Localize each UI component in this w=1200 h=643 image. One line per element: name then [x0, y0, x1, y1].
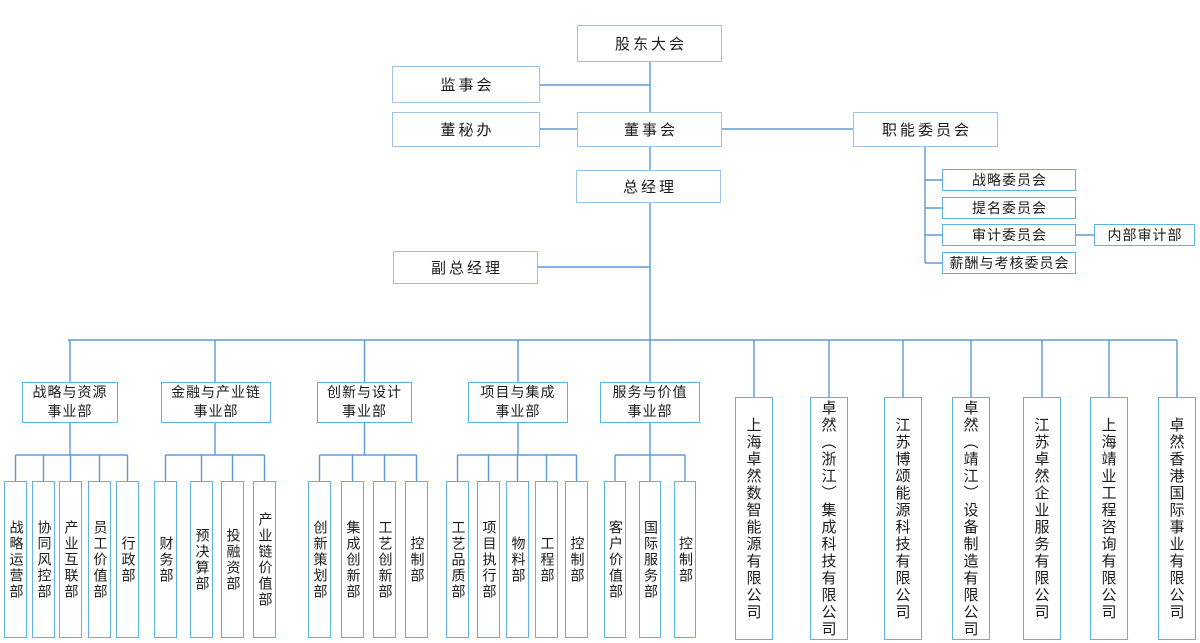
node-nomination-committee: 提名委员会: [942, 197, 1076, 219]
org-dept-node: 创新策划部: [308, 481, 331, 638]
division-label-line: 事业部: [495, 403, 541, 420]
node-division-finance-industry-chain: 金融与产业链 事业部: [161, 382, 271, 423]
node-division-project-integration: 项目与集成 事业部: [468, 382, 568, 423]
node-division-innovation-design: 创新与设计 事业部: [317, 382, 412, 423]
org-subsidiary-node: 江苏博颂能源科技有限公司: [884, 397, 922, 640]
node-board-of-directors: 董事会: [577, 112, 722, 147]
org-dept-node: 国际服务部: [639, 481, 661, 638]
org-dept-node: 产业互联部: [59, 481, 82, 638]
org-dept-node: 协同风控部: [32, 481, 55, 638]
division-label-line: 创新与设计: [327, 384, 402, 401]
org-dept-node: 控制部: [674, 481, 696, 638]
org-dept-node: 战略运营部: [4, 481, 27, 638]
org-subsidiary-node: 上海卓然数智能源有限公司: [735, 397, 773, 640]
org-dept-node: 预决算部: [190, 481, 213, 638]
division-label-line: 事业部: [193, 403, 239, 420]
org-subsidiary-node: 上海靖业工程咨询有限公司: [1090, 397, 1128, 640]
org-dept-node: 工艺品质部: [446, 481, 469, 638]
node-division-service-value: 服务与价值 事业部: [600, 382, 700, 423]
org-dept-node: 行政部: [116, 481, 139, 638]
division-label-line: 服务与价值: [612, 384, 688, 401]
node-general-manager: 总经理: [576, 170, 721, 203]
org-dept-node: 项目执行部: [477, 481, 500, 638]
node-strategy-committee: 战略委员会: [942, 169, 1076, 191]
node-board-secretary-office: 董秘办: [392, 112, 540, 147]
division-label-line: 战略与资源: [32, 384, 108, 401]
division-label-line: 事业部: [342, 403, 387, 420]
node-internal-audit-dept: 内部审计部: [1094, 224, 1195, 246]
org-dept-node: 投融资部: [221, 481, 244, 638]
org-dept-node: 控制部: [565, 481, 588, 638]
node-division-strategy-resources: 战略与资源 事业部: [22, 382, 118, 423]
division-label-line: 事业部: [627, 403, 673, 420]
division-label-line: 事业部: [47, 403, 93, 420]
org-subsidiary-node: 江苏卓然企业服务有限公司: [1023, 397, 1061, 640]
connector-path: [14, 62, 1178, 481]
org-dept-node: 工程部: [535, 481, 558, 638]
org-dept-node: 财务部: [154, 481, 177, 638]
node-audit-committee: 审计委员会: [942, 224, 1076, 246]
node-supervisory-board: 监事会: [392, 66, 540, 103]
node-shareholders-meeting: 股东大会: [577, 25, 722, 62]
division-label-line: 项目与集成: [480, 384, 556, 401]
org-dept-node: 物料部: [506, 481, 529, 638]
node-functional-committees: 职能委员会: [853, 112, 998, 147]
org-subsidiary-node: 卓然（浙江）集成科技有限公司: [810, 397, 848, 640]
org-subsidiary-node: 卓然（靖江）设备制造有限公司: [952, 397, 990, 640]
org-subsidiary-node: 卓然香港国际事业有限公司: [1158, 397, 1196, 640]
org-dept-node: 员工价值部: [88, 481, 111, 638]
org-dept-node: 工艺创新部: [373, 481, 396, 638]
org-dept-node: 客户价值部: [604, 481, 626, 638]
org-dept-node: 产业链价值部: [253, 481, 276, 638]
node-deputy-general-manager: 副总经理: [393, 251, 538, 284]
division-label-line: 金融与产业链: [171, 384, 261, 401]
node-compensation-committee: 薪酬与考核委员会: [942, 252, 1076, 274]
org-dept-node: 控制部: [405, 481, 428, 638]
org-dept-node: 集成创新部: [341, 481, 364, 638]
